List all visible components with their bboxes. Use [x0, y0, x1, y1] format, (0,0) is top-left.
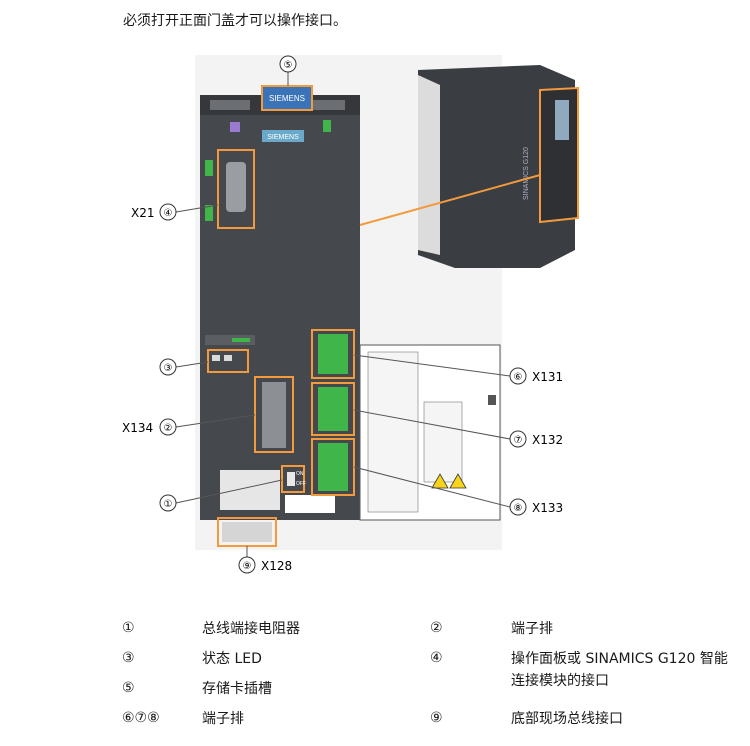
inverter-body	[418, 65, 575, 268]
callout-7-text: ⑦	[514, 435, 523, 446]
legend-num-3: ③	[122, 650, 135, 666]
label-x133: X133	[532, 501, 563, 515]
callout-4	[159, 203, 177, 221]
status-led-box	[207, 349, 249, 373]
x132-box	[311, 382, 355, 436]
legend-num-4: ④	[430, 650, 443, 666]
callout-4-text: ④	[164, 208, 173, 219]
callout-9-text: ⑨	[243, 561, 252, 572]
legend-num-9: ⑨	[430, 710, 443, 726]
legend-num-1: ①	[122, 620, 135, 636]
front-door	[359, 344, 501, 521]
label-x132: X132	[532, 433, 563, 447]
zoom-connector-line	[359, 174, 541, 226]
legend-text-9: 底部现场总线接口	[511, 711, 623, 727]
x133-terminal	[318, 443, 348, 491]
x128-connector	[222, 522, 272, 542]
callout-8	[509, 498, 527, 516]
inverter-side-text: SINAMICS G120	[523, 147, 530, 200]
legend-text-2: 端子排	[511, 621, 553, 637]
legend-text-4-line2: 连接模块的接口	[511, 673, 609, 689]
x131-box	[311, 329, 355, 379]
control-unit: SIEMENS SIEMENS ON OFF	[200, 85, 360, 547]
x21-interface-box	[217, 149, 255, 229]
callout-5-text: ⑤	[284, 60, 293, 71]
memory-card-slot	[261, 85, 313, 111]
label-x128: X128	[261, 559, 292, 573]
callout-3-text: ③	[164, 363, 173, 374]
x131-terminal	[318, 334, 348, 374]
callout-7	[509, 430, 527, 448]
callout-3	[159, 358, 177, 376]
warning-icon-2	[449, 473, 467, 489]
intro-text: 必须打开正面门盖才可以操作接口。	[123, 13, 347, 29]
legend-num-2: ②	[430, 620, 443, 636]
brand-label-text: SIEMENS	[267, 134, 299, 141]
callout-8-text: ⑧	[514, 503, 523, 514]
label-x21: X21	[131, 206, 155, 220]
label-x134: X134	[122, 421, 153, 435]
legend-text-678: 端子排	[202, 711, 244, 727]
legend-text-5: 存储卡插槽	[202, 681, 272, 697]
x134-terminal	[262, 382, 286, 448]
callout-6	[509, 367, 527, 385]
brand-label-panel	[262, 130, 304, 142]
callout-9	[238, 556, 256, 574]
device-diagram: SIEMENS SIEMENS ON OFF	[122, 55, 579, 574]
callout-1	[159, 494, 177, 512]
callout-1-text: ①	[164, 499, 173, 510]
switch-on-label: ON	[296, 471, 304, 477]
callout-2	[159, 418, 177, 436]
legend-num-678: ⑥⑦⑧	[122, 710, 160, 726]
memory-card-brand: SIEMENS	[269, 94, 305, 103]
callout-5	[279, 55, 297, 73]
x134-terminal-box	[254, 376, 294, 453]
terminal-blocks	[311, 329, 355, 496]
switch-off-label: OFF	[296, 481, 306, 487]
x21-connector	[226, 162, 246, 212]
legend-text-1: 总线端接电阻器	[202, 621, 300, 637]
callout-2-text: ②	[164, 423, 173, 434]
legend-num-5: ⑤	[122, 680, 135, 696]
inverter-perspective: SINAMICS G120	[418, 65, 579, 268]
bus-terminator-switch-box	[281, 465, 305, 493]
label-x131: X131	[532, 370, 563, 384]
legend-text-4: 操作面板或 SINAMICS G120 智能 连接模块的接口	[511, 648, 728, 692]
warning-icon	[431, 473, 449, 489]
callout-6-text: ⑥	[514, 372, 523, 383]
legend-text-4-line1: 操作面板或 SINAMICS G120 智能	[511, 651, 728, 667]
legend-text-3: 状态 LED	[202, 651, 262, 667]
x132-terminal	[318, 387, 348, 431]
